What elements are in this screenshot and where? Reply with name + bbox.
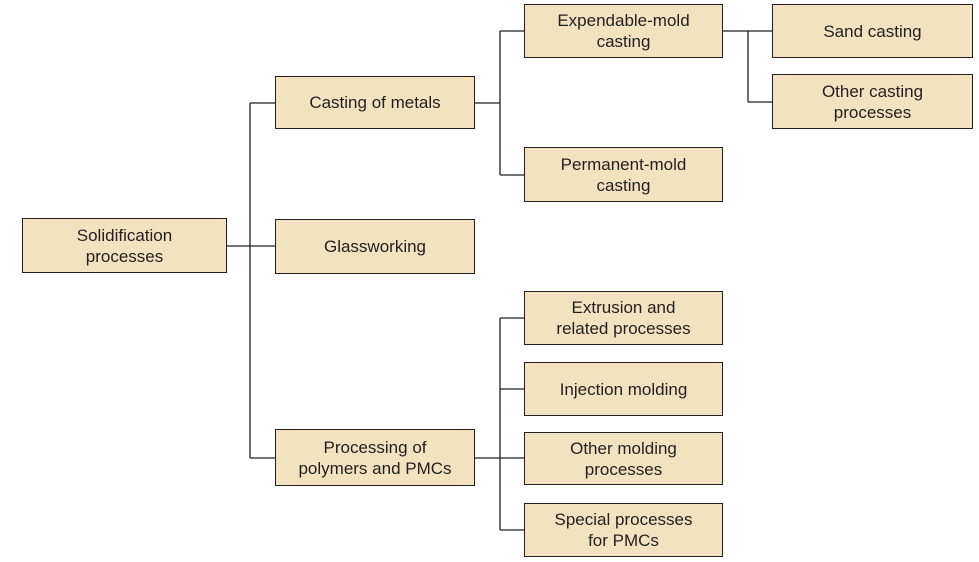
node-label: Other molding processes	[570, 438, 677, 479]
node-sand-casting: Sand casting	[772, 4, 973, 58]
node-label: Special processes for PMCs	[554, 510, 693, 550]
node-casting-of-metals: Casting of metals	[275, 76, 475, 129]
node-other-molding-processes: Other molding processes	[524, 432, 723, 485]
node-glassworking: Glassworking	[275, 219, 475, 274]
node-label: Injection molding	[559, 379, 688, 399]
node-permanent-mold-casting: Permanent-mold casting	[524, 147, 723, 202]
node-extrusion-processes: Extrusion and related processes	[524, 291, 723, 345]
node-injection-molding: Injection molding	[524, 362, 723, 416]
node-processing-of-polymers: Processing of polymers and PMCs	[275, 429, 475, 486]
node-label: Solidification processes	[76, 225, 173, 266]
node-special-processes-pmcs: Special processes for PMCs	[524, 503, 723, 557]
node-label: Permanent-mold casting	[560, 154, 687, 195]
node-label: Other casting processes	[821, 81, 924, 122]
node-label: Processing of polymers and PMCs	[298, 437, 452, 478]
node-label: Extrusion and related processes	[556, 298, 691, 338]
node-label: Sand casting	[823, 21, 922, 41]
node-label: Casting of metals	[309, 93, 441, 112]
node-other-casting-processes: Other casting processes	[772, 74, 973, 129]
node-expendable-mold-casting: Expendable-mold casting	[524, 4, 723, 58]
node-label: Expendable-mold casting	[557, 11, 690, 51]
node-label: Glassworking	[323, 237, 427, 256]
node-solidification-processes: Solidification processes	[22, 218, 227, 273]
